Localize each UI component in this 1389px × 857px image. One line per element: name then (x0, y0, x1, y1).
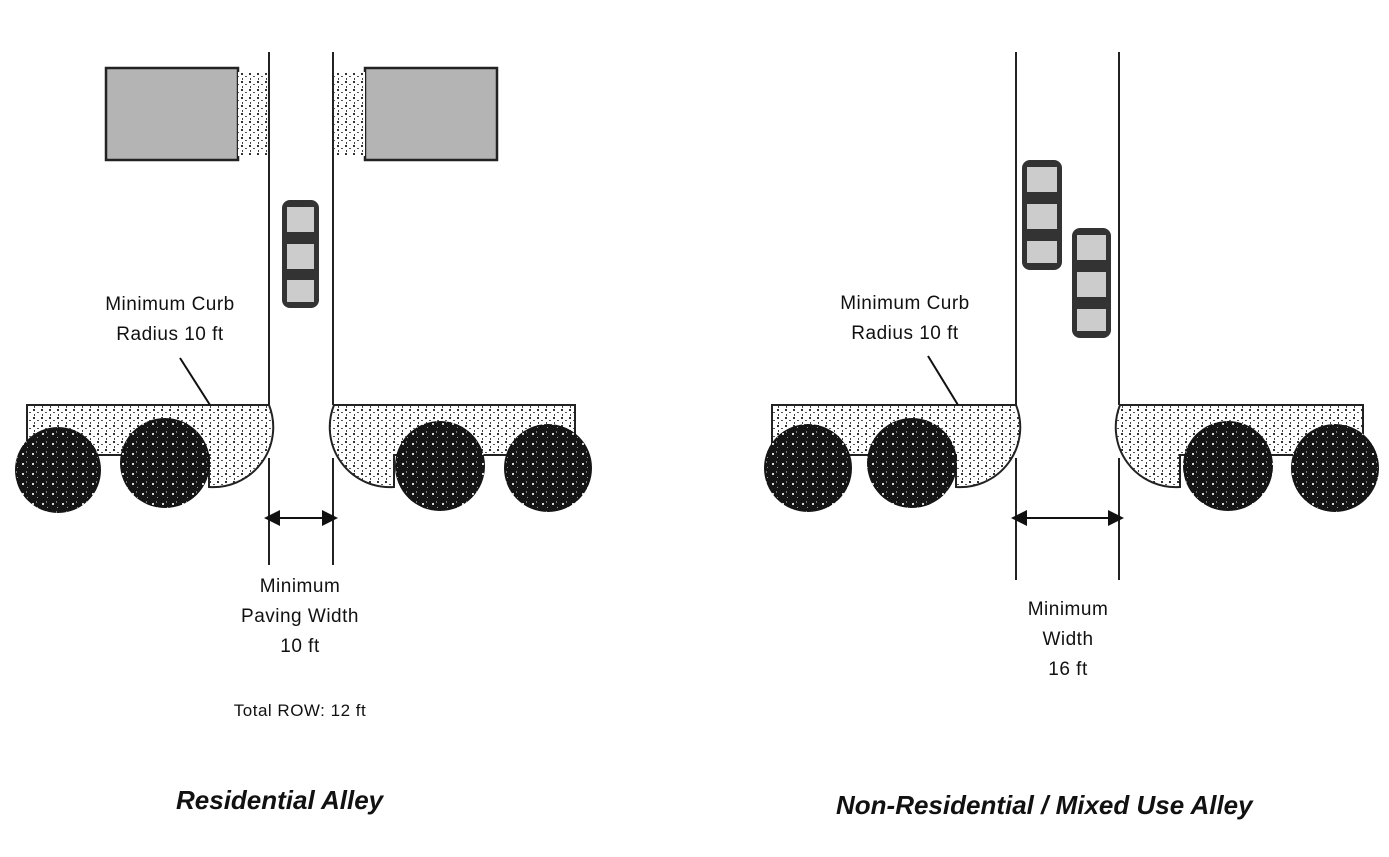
curb-leader-line (179, 357, 211, 406)
tree (504, 424, 592, 512)
car (1072, 228, 1111, 338)
tree (120, 418, 210, 508)
nonresidential-title: Non-Residential / Mixed Use Alley (836, 790, 1253, 820)
car (282, 200, 319, 308)
tree (764, 424, 852, 512)
building-left (104, 66, 240, 162)
tree (395, 421, 485, 511)
label-line: Minimum Curb (840, 293, 970, 314)
tree (15, 427, 101, 513)
label-line: 10 ft (280, 636, 320, 657)
label-line: Width (1042, 629, 1094, 650)
driveway-left (238, 72, 269, 156)
label-line: Minimum Curb (105, 294, 235, 315)
nonresidential-alley-drawing (764, 52, 1379, 580)
driveway-right (334, 72, 365, 156)
curb-leader-line (927, 355, 959, 406)
tree (1183, 421, 1273, 511)
tree (1291, 424, 1379, 512)
residential-width-label: Minimum Paving Width 10 ft (190, 572, 410, 662)
label-line: Paving Width (241, 606, 359, 627)
residential-alley-drawing (15, 52, 592, 565)
label-line: Radius 10 ft (851, 323, 959, 344)
label-line: 16 ft (1048, 659, 1088, 680)
tree (867, 418, 957, 508)
residential-title: Residential Alley (176, 785, 384, 815)
label-line: Radius 10 ft (116, 324, 224, 345)
label-line: Minimum (259, 576, 341, 597)
car (1022, 160, 1062, 270)
label-line: Minimum (1027, 599, 1109, 620)
total-row-label: Total ROW: 12 ft (233, 701, 367, 720)
building-right (363, 66, 499, 162)
nonresidential-width-label: Minimum Width 16 ft (958, 595, 1178, 685)
residential-curb-label: Minimum Curb Radius 10 ft (60, 290, 280, 350)
nonresidential-curb-label: Minimum Curb Radius 10 ft (795, 289, 1015, 349)
